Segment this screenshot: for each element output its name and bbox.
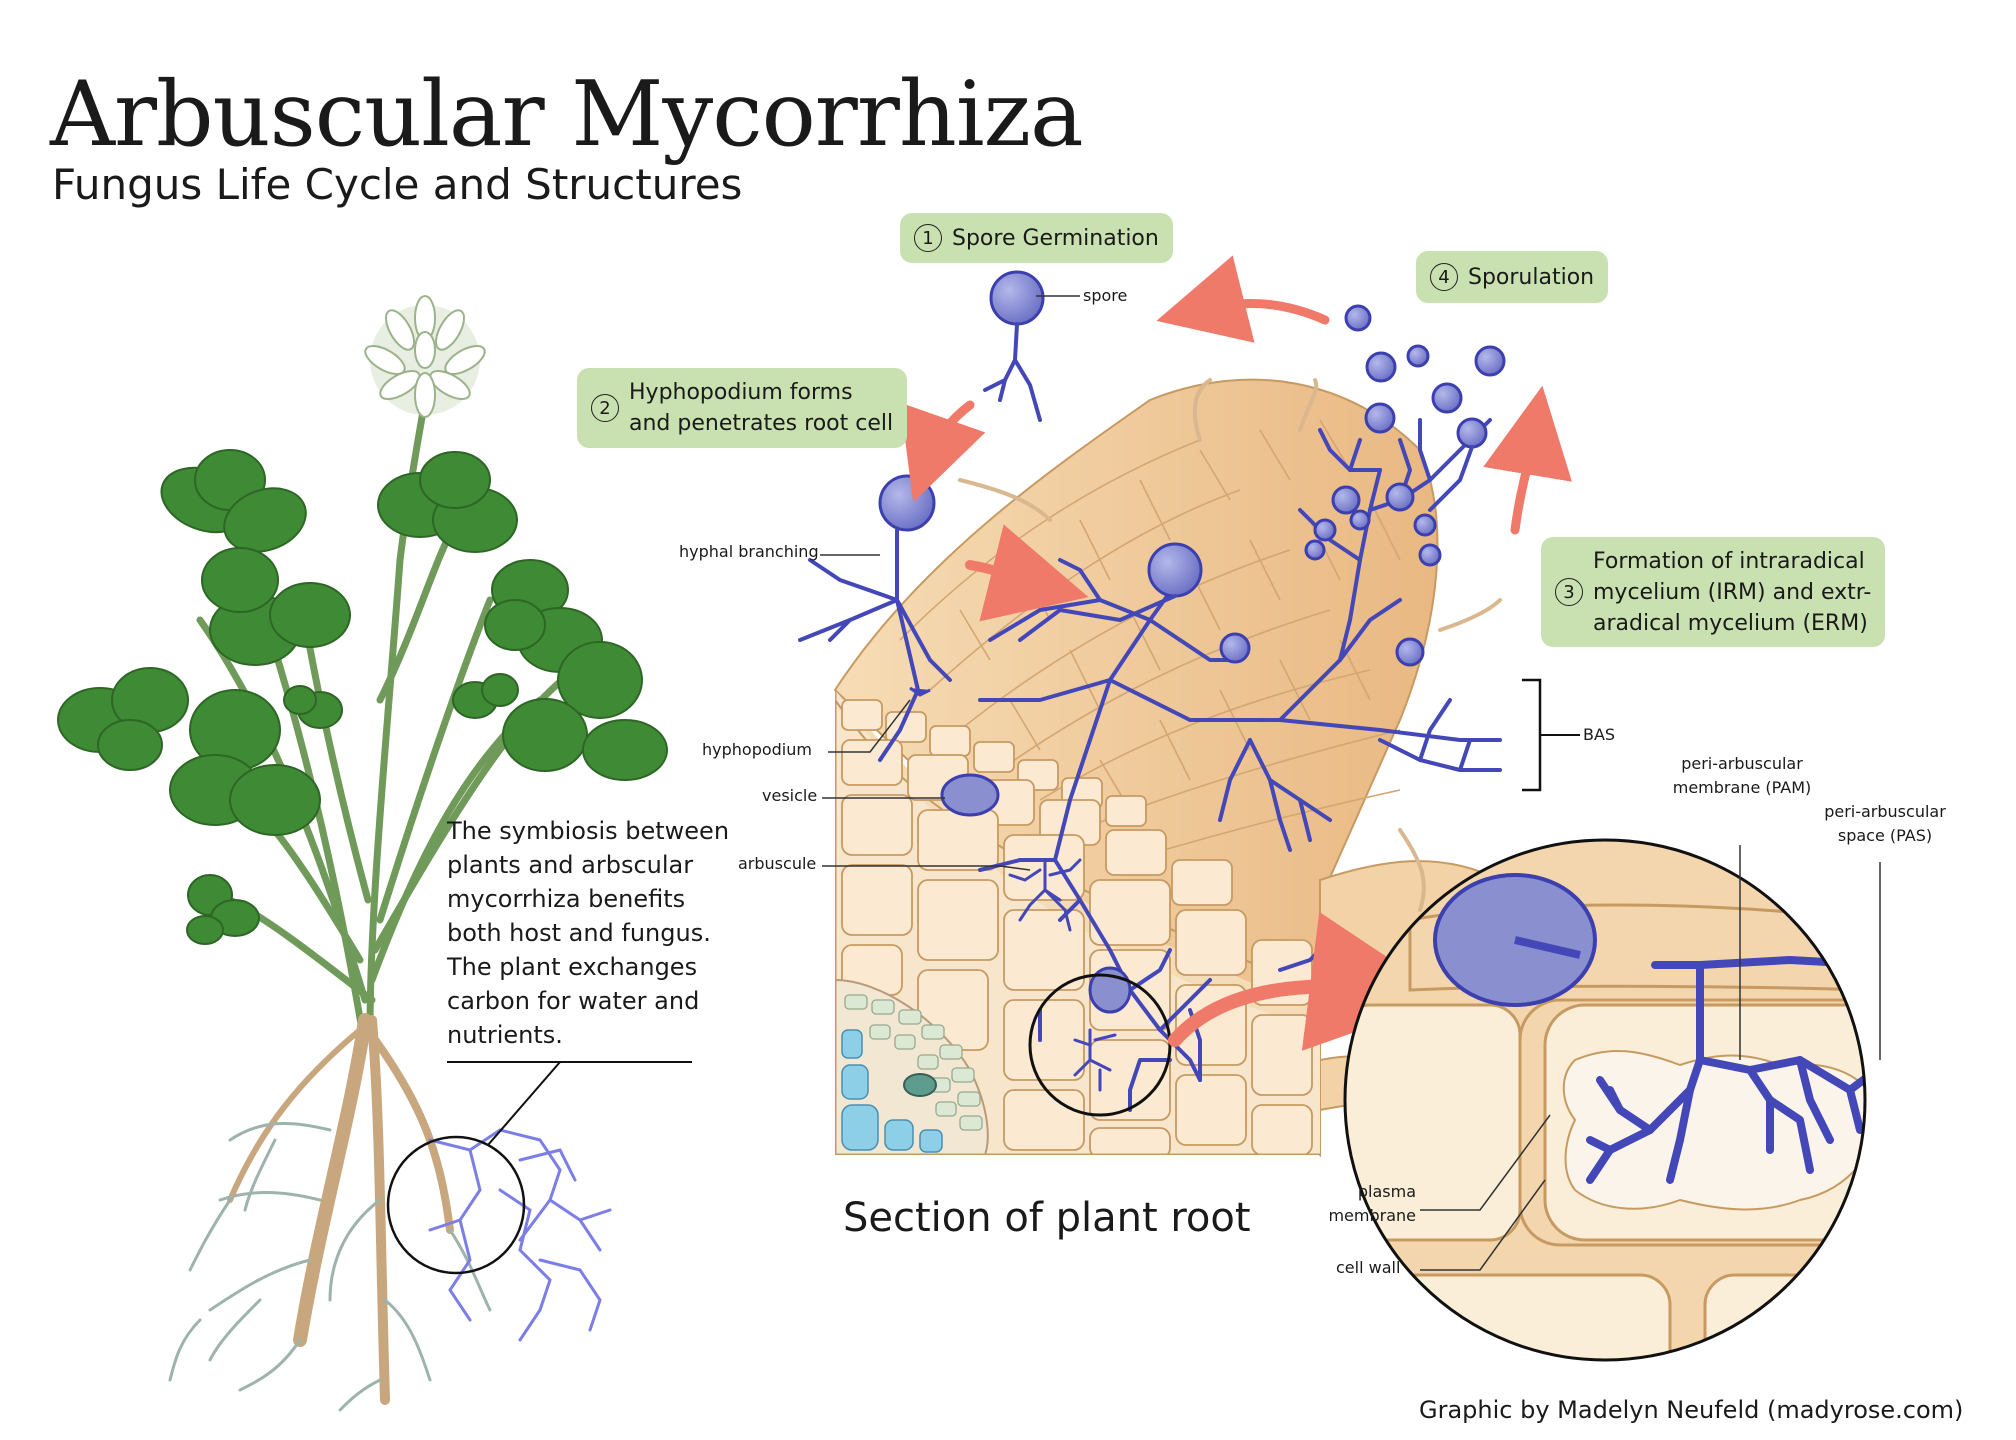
- hyphopodium-spore: [878, 474, 936, 532]
- label-vesicle: vesicle: [762, 786, 818, 805]
- label-spore: spore: [1083, 286, 1128, 305]
- clover-leaf: [160, 449, 307, 553]
- clover-leaf: [377, 451, 518, 553]
- label-arbuscule: arbuscule: [738, 854, 817, 873]
- stage-number: 3: [1555, 578, 1583, 606]
- stage-1-box: 1 Spore Germination: [900, 213, 1173, 263]
- stage-label: Sporulation: [1468, 264, 1595, 290]
- clover-leaf: [502, 641, 668, 781]
- stage-number: 4: [1430, 263, 1458, 291]
- stage-number: 2: [591, 394, 619, 422]
- germinating-spore: [983, 270, 1045, 422]
- label-plasma-membrane: plasma membrane: [1328, 1182, 1416, 1225]
- section-title: Section of plant root: [843, 1195, 1251, 1241]
- released-spores: [1344, 304, 1506, 449]
- stage-label: Spore Germination: [952, 225, 1159, 251]
- lifecycle-arrows: [900, 255, 1572, 1051]
- stage-label: Hyphopodium forms and penetrates root ce…: [629, 380, 894, 436]
- stage-3-box: 3 Formation of intraradical mycelium (IR…: [1541, 537, 1886, 647]
- label-hyphal-branching: hyphal branching: [679, 542, 819, 561]
- clover-leaf: [169, 689, 321, 836]
- clover-leaf: [201, 547, 351, 666]
- clover-plant: [57, 295, 692, 1412]
- vesicle-shape: [940, 773, 1000, 817]
- stage-2-box: 2 Hyphopodium forms and penetrates root …: [577, 368, 908, 448]
- stage-label: Formation of intraradical mycelium (IRM)…: [1593, 548, 1872, 636]
- zoom-arbuscule: [1343, 838, 1867, 1362]
- label-pas: peri-arbuscular space (PAS): [1824, 802, 1946, 845]
- stage-number: 1: [914, 224, 942, 252]
- clover-leaf: [57, 667, 189, 771]
- page-subtitle: Fungus Life Cycle and Structures: [52, 160, 743, 209]
- root-section: [798, 270, 1580, 1158]
- label-bas: BAS: [1583, 725, 1616, 744]
- clover-leaf: [186, 874, 260, 945]
- clover-leaf: [283, 685, 343, 729]
- page-title: Arbuscular Mycorrhiza: [50, 62, 1084, 167]
- description-text: The symbiosis between plants and arbscul…: [447, 817, 730, 1049]
- stage-4-box: 4 Sporulation: [1416, 251, 1609, 303]
- clover-leaf: [452, 673, 519, 719]
- clover-flower: [364, 295, 486, 418]
- credit-text: Graphic by Madelyn Neufeld (madyrose.com…: [1419, 1396, 1964, 1424]
- label-cell-wall: cell wall: [1336, 1258, 1401, 1277]
- spore-on-root: [1147, 542, 1203, 598]
- label-pam: peri-arbuscular membrane (PAM): [1672, 754, 1812, 797]
- label-hyphopodium: hyphopodium: [702, 740, 812, 759]
